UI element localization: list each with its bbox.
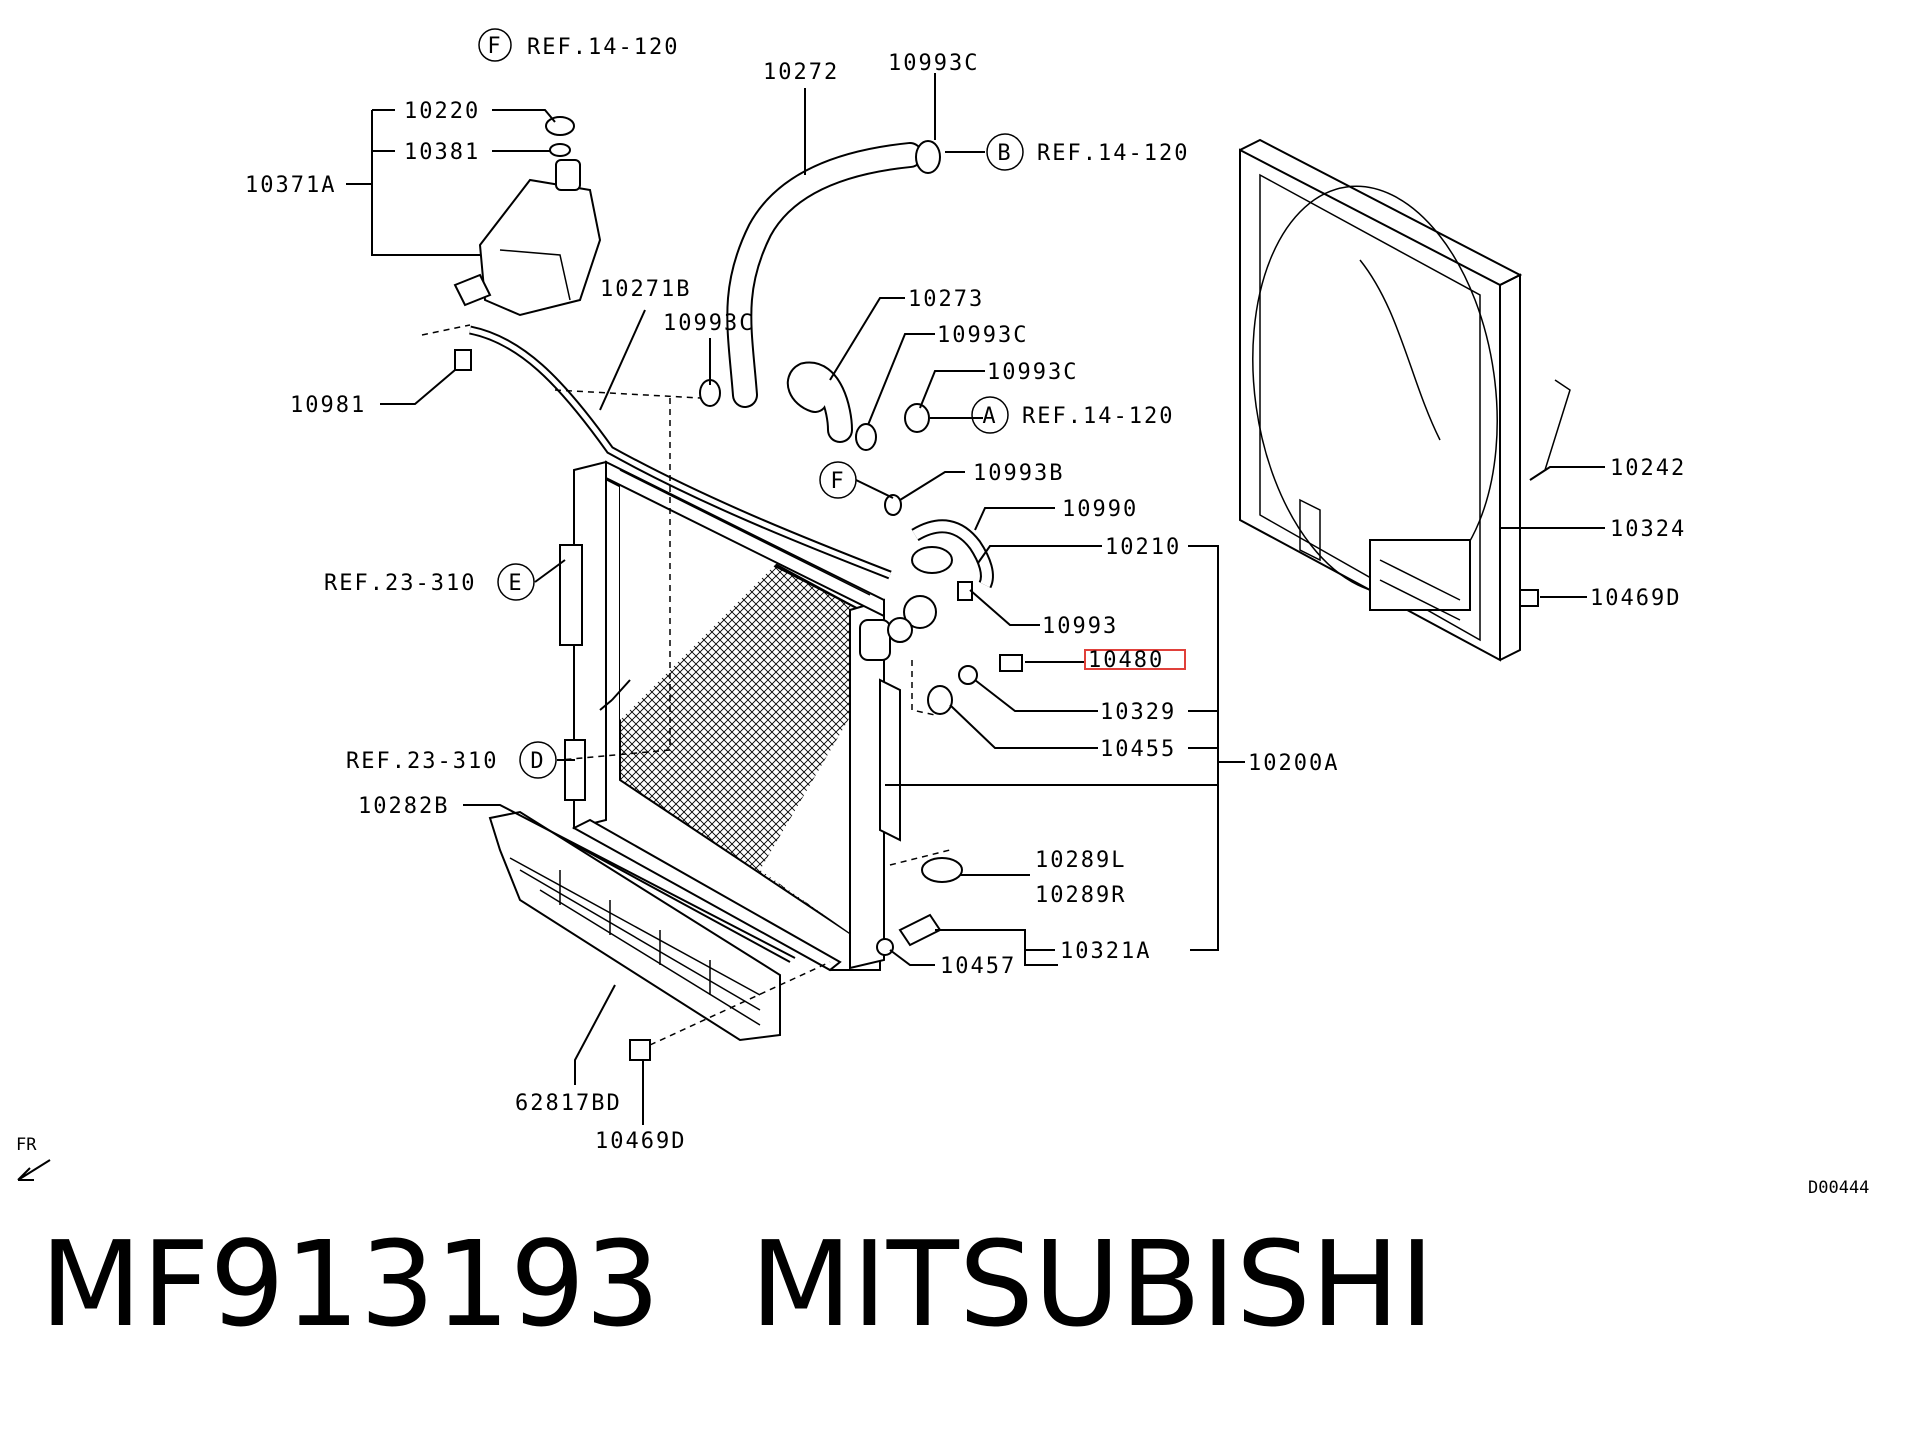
hoses-drawing bbox=[454, 140, 1539, 1061]
svg-text:E: E bbox=[508, 571, 523, 596]
svg-text:F: F bbox=[487, 34, 502, 59]
part-number: MF913193 bbox=[40, 1215, 661, 1353]
ref-markers: F REF.14-120 B REF.14-120 A REF.14-120 E… bbox=[324, 28, 1189, 779]
label-10289R[interactable]: 10289R bbox=[1035, 883, 1126, 908]
ref-a[interactable]: A REF.14-120 bbox=[971, 396, 1174, 434]
reservoir-tank-drawing bbox=[453, 116, 602, 317]
svg-text:REF.23-310: REF.23-310 bbox=[324, 571, 476, 596]
svg-text:REF.14-120: REF.14-120 bbox=[1037, 141, 1189, 166]
svg-text:FR: FR bbox=[16, 1135, 37, 1155]
label-10993C-left[interactable]: 10993C bbox=[663, 311, 754, 336]
label-10469D-bottom[interactable]: 10469D bbox=[595, 1129, 686, 1154]
lower-shroud-drawing bbox=[488, 810, 791, 1042]
label-10271B[interactable]: 10271B bbox=[600, 277, 691, 302]
label-10321A[interactable]: 10321A bbox=[1060, 939, 1151, 964]
label-10480[interactable]: 10480 bbox=[1088, 648, 1164, 673]
label-10200A[interactable]: 10200A bbox=[1248, 751, 1339, 776]
label-10457[interactable]: 10457 bbox=[940, 954, 1016, 979]
label-10993[interactable]: 10993 bbox=[1042, 614, 1118, 639]
ref-f-mid[interactable]: F bbox=[819, 461, 857, 499]
label-10242[interactable]: 10242 bbox=[1610, 456, 1686, 481]
label-10469D-right[interactable]: 10469D bbox=[1590, 586, 1681, 611]
svg-text:A: A bbox=[982, 404, 997, 429]
ref-b[interactable]: B REF.14-120 bbox=[986, 133, 1189, 171]
label-10273[interactable]: 10273 bbox=[908, 287, 984, 312]
ref-f-top[interactable]: F REF.14-120 bbox=[478, 28, 679, 62]
ref-e[interactable]: E REF.23-310 bbox=[324, 563, 535, 601]
label-10993C-low[interactable]: 10993C bbox=[987, 360, 1078, 385]
ref-d[interactable]: D REF.23-310 bbox=[346, 741, 557, 779]
label-10371A[interactable]: 10371A bbox=[245, 173, 336, 198]
svg-text:D: D bbox=[530, 749, 545, 774]
label-10455[interactable]: 10455 bbox=[1100, 737, 1176, 762]
label-10324[interactable]: 10324 bbox=[1610, 517, 1686, 542]
label-10289L[interactable]: 10289L bbox=[1035, 848, 1126, 873]
label-10993B[interactable]: 10993B bbox=[973, 461, 1064, 486]
label-10220[interactable]: 10220 bbox=[404, 99, 480, 124]
svg-text:REF.23-310: REF.23-310 bbox=[346, 749, 498, 774]
fan-shroud-drawing bbox=[1239, 138, 1571, 662]
svg-text:REF.14-120: REF.14-120 bbox=[1022, 404, 1174, 429]
front-marker: FR bbox=[16, 1135, 51, 1181]
label-62817BD[interactable]: 62817BD bbox=[515, 1091, 622, 1116]
label-10981[interactable]: 10981 bbox=[290, 393, 366, 418]
label-10990[interactable]: 10990 bbox=[1062, 497, 1138, 522]
brand-name: MITSUBISHI bbox=[750, 1215, 1435, 1353]
svg-text:B: B bbox=[997, 141, 1012, 166]
part-labels: 10220 10381 10371A 10272 10993C 10271B 1… bbox=[245, 51, 1686, 1154]
label-10210[interactable]: 10210 bbox=[1105, 535, 1181, 560]
diagram-code: D00444 bbox=[1808, 1178, 1869, 1198]
label-10329[interactable]: 10329 bbox=[1100, 700, 1176, 725]
radiator-core-drawing bbox=[559, 460, 937, 972]
alignment-lines bbox=[421, 324, 951, 1046]
leader-lines bbox=[346, 73, 1605, 1125]
label-10381[interactable]: 10381 bbox=[404, 140, 480, 165]
label-10282B[interactable]: 10282B bbox=[358, 794, 449, 819]
label-10993C-top[interactable]: 10993C bbox=[888, 51, 979, 76]
svg-text:F: F bbox=[830, 469, 845, 494]
label-10993C-mid[interactable]: 10993C bbox=[937, 323, 1028, 348]
label-10272[interactable]: 10272 bbox=[763, 60, 839, 85]
svg-text:REF.14-120: REF.14-120 bbox=[527, 35, 679, 60]
